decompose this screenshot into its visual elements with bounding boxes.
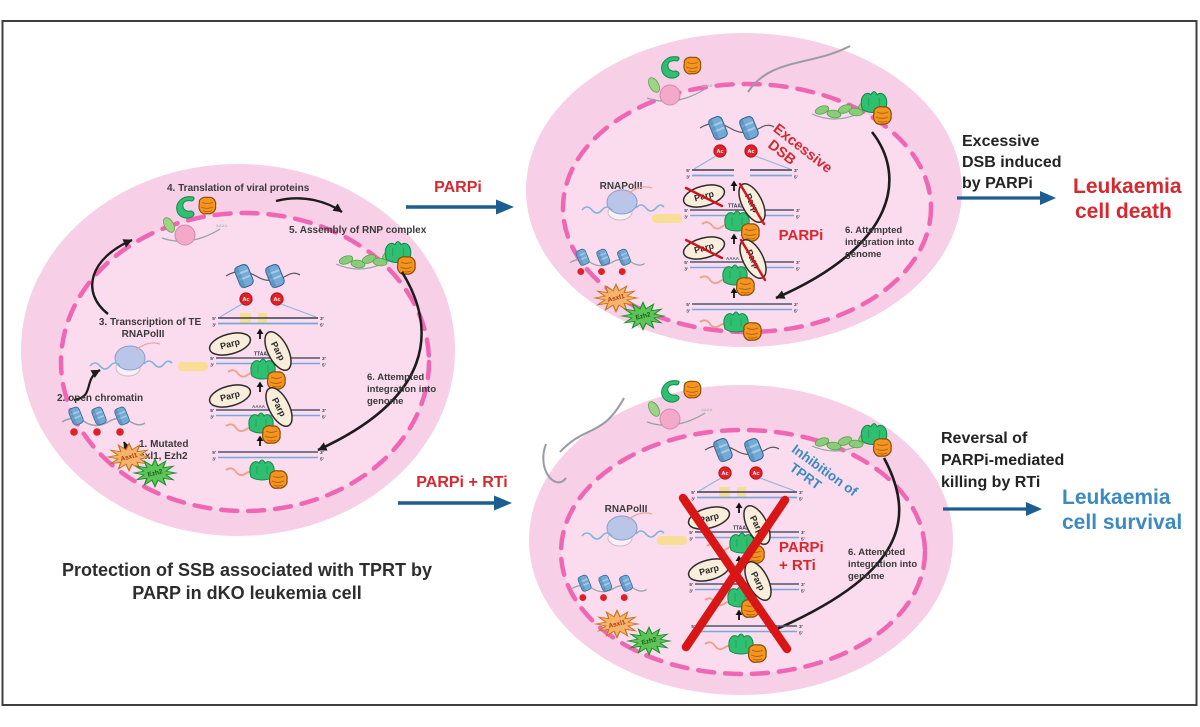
- step6-label-l2: integration into: [367, 384, 436, 395]
- cell-death-l2: cell death: [1075, 200, 1172, 223]
- parpi-rti-transition: PARPi + RTi: [398, 474, 512, 511]
- step6-label-l3: genome: [848, 571, 884, 582]
- arrow-integration: [769, 457, 901, 634]
- outcome-bottom-arrowhead: [1026, 502, 1042, 516]
- outcome-bottom-desc-l3: killing by RTi: [941, 474, 1040, 491]
- outcome-top-desc-l3: by PARPi: [962, 175, 1033, 192]
- step2-label: 2. open chromatin: [57, 393, 143, 404]
- arrow-integration: [317, 271, 423, 452]
- step6-label-l3: genome: [367, 396, 403, 407]
- step6-label-l2: integration into: [845, 237, 914, 248]
- outcome-top-desc-l1: Excessive: [962, 133, 1040, 150]
- parpi-machinery: [652, 115, 800, 340]
- step6-label-l1: 6. Attempted: [845, 225, 902, 236]
- step1-label-l1: 1. Mutated: [139, 439, 188, 450]
- arrow-integration: [775, 131, 891, 300]
- step6-label-l1: 6. Attempted: [848, 547, 905, 558]
- arrow-translation-to-assembly: [275, 197, 343, 213]
- rnapol-label: RNAPolII: [605, 504, 648, 515]
- parpi-arrowhead: [496, 199, 514, 215]
- step5-label: 5. Assembly of RNP complex: [289, 225, 427, 236]
- outcome-cell-death: Excessive DSB induced by PARPi Leukaemia…: [957, 133, 1182, 223]
- nuclear-membrane: [58, 210, 432, 514]
- cell-survival-l1: Leukaemia: [1062, 486, 1171, 509]
- step3-label-l2: RNAPolII: [122, 329, 165, 340]
- parpi-rti-in-cell-l1: PARPi: [779, 539, 824, 556]
- parpi-rti-arrow-label: PARPi + RTi: [416, 474, 507, 491]
- rna-strand: [542, 443, 567, 484]
- parpi-treated-cell: 6. Attempted integration into genome RNA…: [526, 33, 962, 347]
- parpi-rti-arrowhead: [494, 495, 512, 511]
- cell-survival-l2: cell survival: [1062, 511, 1182, 534]
- outcome-bottom-desc-l2: PARPi-mediated: [941, 452, 1064, 469]
- step6-label-l3: genome: [845, 249, 881, 260]
- step4-label: 4. Translation of viral proteins: [167, 183, 310, 194]
- parpi-in-cell-label: PARPi: [779, 227, 824, 244]
- parpi-rti-treated-cell: 6. Attempted integration into genome RNA…: [529, 381, 953, 695]
- parpi-arrow-label: PARPi: [434, 179, 482, 196]
- figure-frame: [1, 20, 1198, 706]
- caption-line2: PARP in dKO leukemia cell: [132, 583, 361, 603]
- step1-label-l2: Asxl1, Ezh2: [132, 451, 188, 462]
- outcome-bottom-desc-l1: Reversal of: [941, 430, 1028, 447]
- step6-label-l2: integration into: [848, 559, 917, 570]
- caption-line1: Protection of SSB associated with TPRT b…: [62, 560, 432, 580]
- tprt-blocked-cross: [678, 493, 792, 654]
- nucleus: [61, 213, 429, 511]
- outcome-top-arrowhead: [1040, 191, 1056, 205]
- rnapol-label: RNAPolII: [600, 181, 643, 192]
- step3-label-l1: 3. Transcription of TE: [99, 317, 202, 328]
- parp-inhibited-strikes: [684, 182, 767, 282]
- arrow-transcription-to-translation: [91, 238, 133, 315]
- outcome-cell-survival: Reversal of PARPi-mediated killing by RT…: [941, 430, 1182, 534]
- rna-strand: [559, 397, 625, 453]
- parpi-rti-in-cell-l2: + RTi: [779, 557, 816, 574]
- rna-strand: [747, 45, 851, 93]
- dko-leukemia-cell: 4. Translation of viral proteins 5. Asse…: [21, 164, 455, 536]
- arrow-chromatin-to-transcription: [73, 369, 101, 402]
- cell-death-l1: Leukaemia: [1073, 175, 1182, 198]
- outcome-top-desc-l2: DSB induced: [962, 154, 1062, 171]
- nuclear-membrane: [558, 427, 928, 677]
- parpi-transition: PARPi: [406, 179, 514, 215]
- step6-label-l1: 6. Attempted: [367, 372, 424, 383]
